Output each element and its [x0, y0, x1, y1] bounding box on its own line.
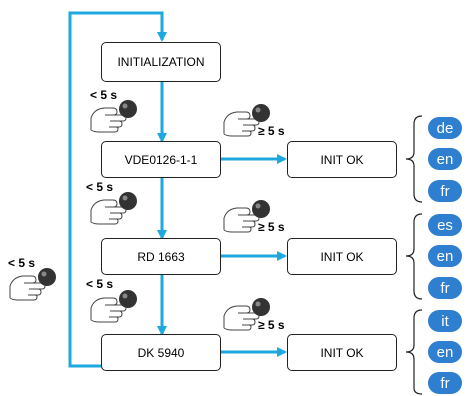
lang-bubble-vde-fr: fr — [428, 180, 462, 202]
brace-dk — [405, 309, 423, 395]
init-ok-box-2: INIT OK — [287, 238, 397, 275]
lang-bubble-rd-es: es — [428, 214, 462, 236]
lang-bubble-dk-en: en — [428, 341, 462, 363]
long-press-label-3: ≥ 5 s — [258, 318, 285, 332]
long-press-label-2: ≥ 5 s — [258, 220, 285, 234]
initialization-box: INITIALIZATION — [101, 42, 221, 82]
lang-bubble-dk-it: it — [428, 310, 462, 332]
short-press-label-1: < 5 s — [90, 88, 118, 102]
brace-vde — [405, 115, 423, 203]
long-press-label-1: ≥ 5 s — [258, 124, 285, 138]
hand-press-button-icon — [223, 104, 270, 137]
short-press-label-3: < 5 s — [86, 277, 114, 291]
loop-line — [68, 11, 167, 368]
hand-press-button-icon — [90, 100, 137, 133]
init-ok-box-1: INIT OK — [287, 141, 397, 178]
hand-press-button-icon — [223, 298, 270, 331]
hand-press-button-icon — [90, 192, 137, 225]
lang-bubble-dk-fr: fr — [428, 372, 462, 394]
lang-bubble-vde-de: de — [428, 117, 462, 139]
vde0126-box: VDE0126-1-1 — [101, 141, 221, 178]
lang-bubble-rd-fr: fr — [428, 277, 462, 299]
hand-press-button-icon — [223, 200, 270, 233]
hand-press-button-icon — [90, 290, 137, 323]
lang-bubble-vde-en: en — [428, 148, 462, 170]
short-press-label-2: < 5 s — [86, 180, 114, 194]
brace-rd — [405, 213, 423, 300]
rd1663-box: RD 1663 — [101, 238, 221, 275]
init-ok-box-3: INIT OK — [287, 334, 397, 371]
lang-bubble-rd-en: en — [428, 245, 462, 267]
dk5940-box: DK 5940 — [101, 334, 221, 371]
hand-press-button-icon — [9, 268, 56, 301]
short-press-label-loop: < 5 s — [8, 256, 36, 270]
